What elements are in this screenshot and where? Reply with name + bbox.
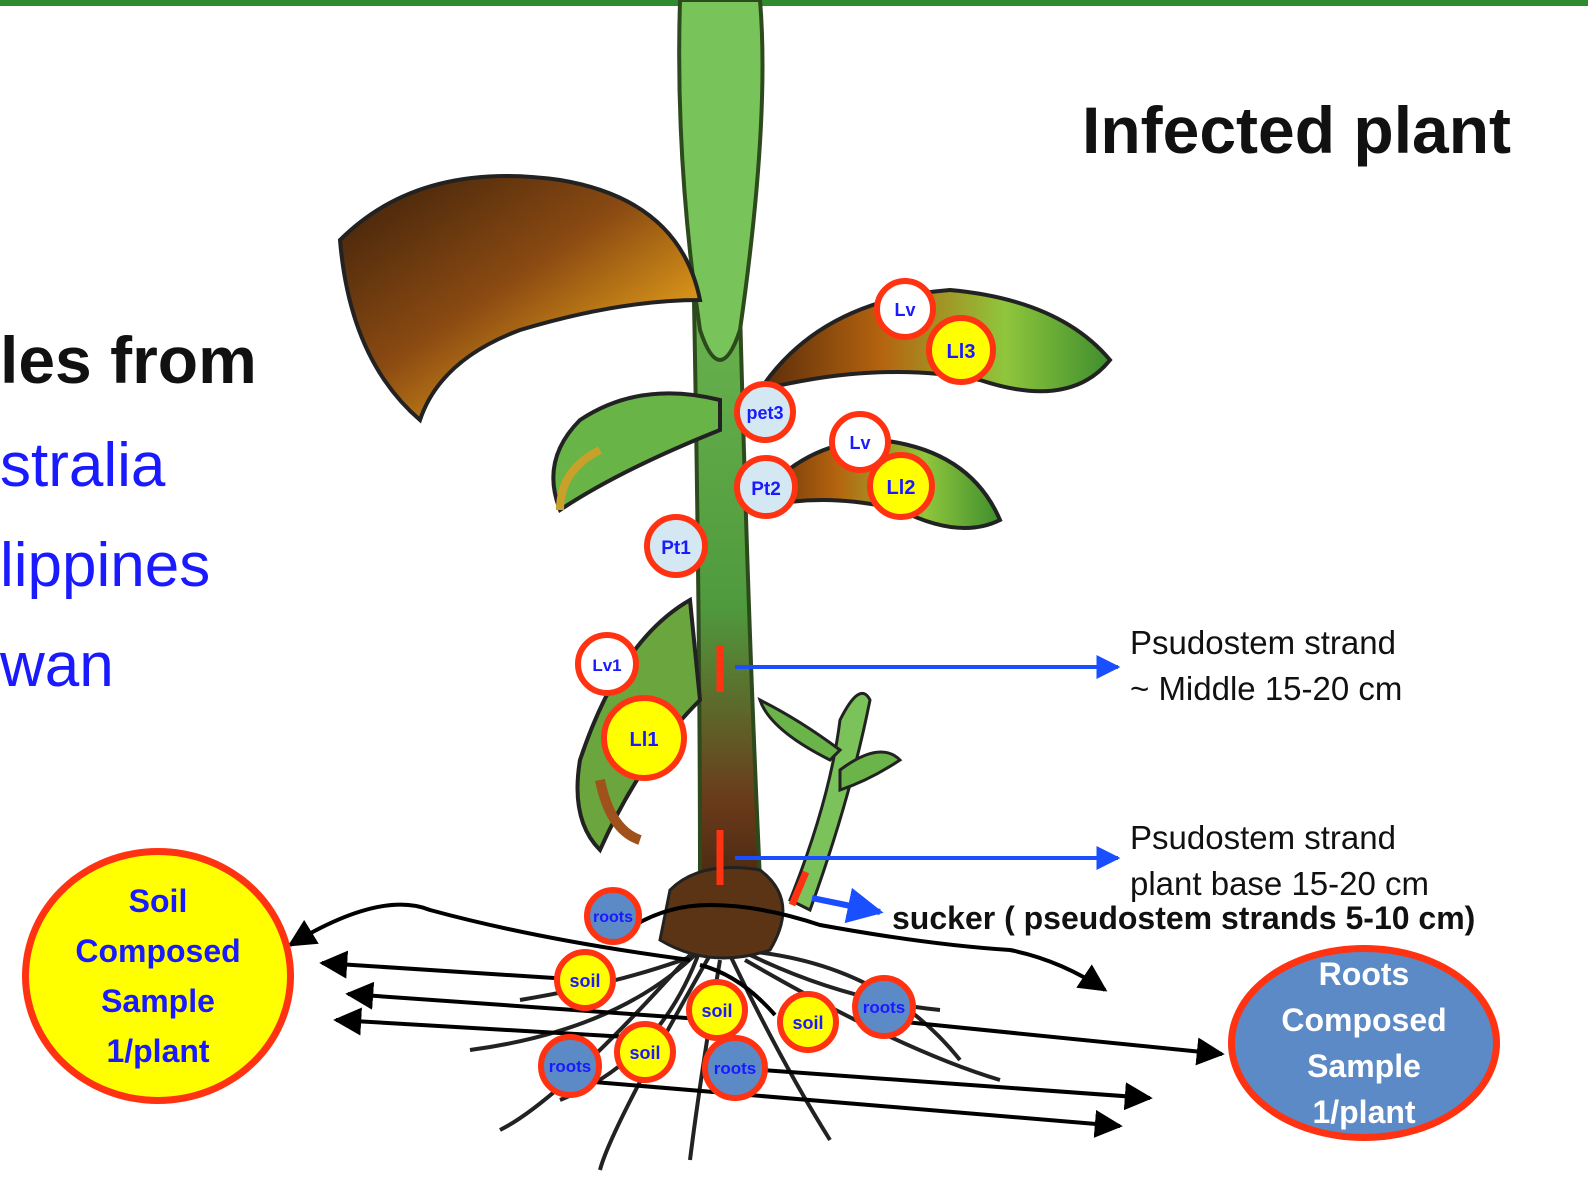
marker-roots-d: roots — [705, 1038, 765, 1098]
soil-composed-sample: Soil Composed Sample 1/plant — [22, 848, 294, 1104]
country-australia: stralia — [0, 430, 165, 501]
marker-lv-top: Lv — [877, 281, 933, 337]
svg-text:Ll3: Ll3 — [947, 341, 976, 363]
middle-note-line-1: Psudostem strand — [1130, 620, 1402, 666]
marker-pt1: Pt1 — [647, 517, 705, 575]
marker-soil-a: soil — [557, 952, 613, 1008]
marker-ll2: Ll2 — [870, 455, 932, 517]
marker-roots-b: roots — [855, 978, 913, 1036]
svg-text:Lv: Lv — [849, 433, 870, 453]
roots-composed-line-2: Composed — [1281, 997, 1446, 1043]
page-title: Infected plant — [1082, 92, 1511, 168]
svg-text:pet3: pet3 — [746, 403, 783, 423]
roots-composed-sample: Roots Composed Sample 1/plant — [1228, 945, 1500, 1141]
svg-text:roots: roots — [714, 1059, 757, 1078]
svg-text:Ll1: Ll1 — [630, 729, 659, 751]
country-taiwan: wan — [0, 630, 114, 701]
marker-ll1: Ll1 — [604, 698, 684, 778]
svg-text:Lv: Lv — [894, 300, 915, 320]
roots-composed-line-1: Roots — [1281, 951, 1446, 997]
soil-composed-line-2: Composed — [75, 926, 240, 976]
roots-arrow-1 — [885, 1020, 1222, 1054]
svg-text:roots: roots — [863, 998, 906, 1017]
roots-composed-line-4: 1/plant — [1281, 1089, 1446, 1135]
middle-strand-note: Psudostem strand ~ Middle 15-20 cm — [1130, 620, 1402, 712]
svg-text:Pt2: Pt2 — [751, 479, 781, 500]
marker-roots-c: roots — [541, 1037, 599, 1095]
samples-heading: les from — [0, 322, 257, 398]
svg-text:Lv1: Lv1 — [592, 656, 621, 675]
soil-composed-line-4: 1/plant — [75, 1026, 240, 1076]
marker-soil-c: soil — [780, 994, 836, 1050]
svg-text:roots: roots — [549, 1057, 592, 1076]
sucker-arrow — [812, 898, 880, 912]
base-note-line-1: Psudostem strand — [1130, 815, 1429, 861]
svg-text:soil: soil — [569, 971, 600, 991]
roots-composed-line-3: Sample — [1281, 1043, 1446, 1089]
marker-pet3: pet3 — [737, 384, 793, 440]
soil-composed-line-1: Soil — [75, 876, 240, 926]
sucker-label: sucker ( pseudostem strands 5-10 cm) — [892, 900, 1475, 937]
svg-text:soil: soil — [629, 1043, 660, 1063]
base-strand-note: Psudostem strand plant base 15-20 cm — [1130, 815, 1429, 907]
svg-text:Ll2: Ll2 — [887, 477, 916, 499]
central-leaf — [679, 0, 762, 360]
country-philippines: lippines — [0, 530, 210, 601]
middle-note-line-2: ~ Middle 15-20 cm — [1130, 666, 1402, 712]
marker-pt2: Pt2 — [737, 458, 795, 516]
svg-text:Pt1: Pt1 — [661, 538, 691, 559]
marker-soil-d: soil — [617, 1024, 673, 1080]
marker-roots-a: roots — [587, 890, 639, 942]
left-leaf — [340, 176, 700, 420]
soil-arrow-1 — [322, 963, 585, 980]
svg-text:soil: soil — [792, 1013, 823, 1033]
marker-soil-b: soil — [689, 982, 745, 1038]
marker-ll3: Ll3 — [929, 318, 993, 382]
soil-arrow-3 — [336, 1020, 645, 1038]
soil-composed-line-3: Sample — [75, 976, 240, 1026]
marker-lv1: Lv1 — [578, 635, 636, 693]
roots-arrow-3 — [570, 1080, 1120, 1126]
svg-text:roots: roots — [593, 909, 633, 926]
svg-text:soil: soil — [701, 1001, 732, 1021]
